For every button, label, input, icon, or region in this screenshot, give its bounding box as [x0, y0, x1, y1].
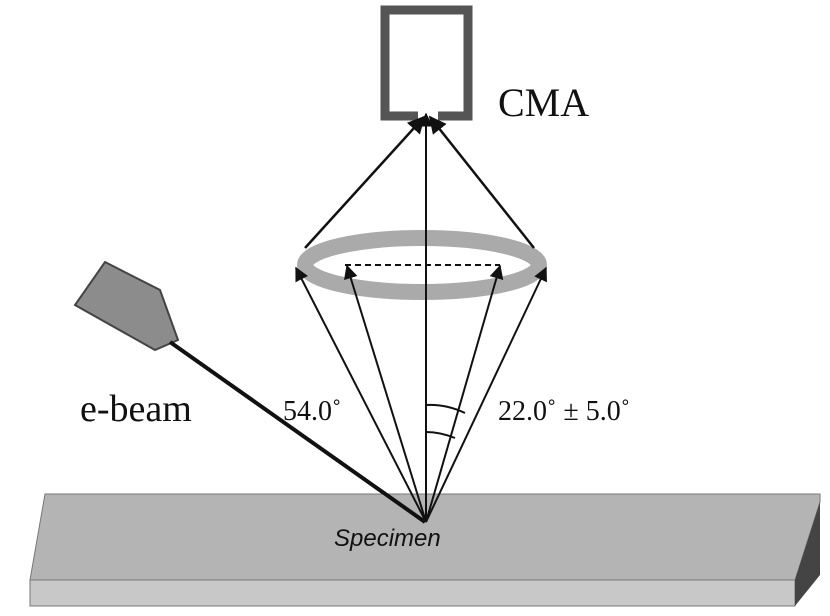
- ray-inner-left: [344, 264, 427, 523]
- emission-ring: [297, 230, 547, 300]
- cma-analyzer-frame: [380, 5, 473, 121]
- angle-arcs: [425, 403, 466, 439]
- ray-outer-left: [295, 266, 427, 523]
- specimen-side-face: [795, 502, 820, 606]
- focused-rays: [304, 115, 535, 249]
- specimen-front-face: [29, 579, 796, 607]
- emission-angle-arc-inner: [425, 431, 456, 439]
- emission-angle-arc-outer: [425, 403, 466, 414]
- ray-to-cma-left: [304, 115, 426, 249]
- emission-angle-label: 22.0˚ ± 5.0˚: [498, 396, 630, 427]
- specimen-slab: [29, 493, 821, 607]
- specimen-label: Specimen: [334, 525, 441, 552]
- emitted-rays: [295, 264, 547, 523]
- cma-label: CMA: [498, 80, 589, 125]
- ray-outer-right: [425, 266, 547, 523]
- incidence-angle-label: 54.0˚: [283, 396, 341, 427]
- e-beam-label: e-beam: [80, 388, 192, 430]
- ray-to-cma-right: [428, 115, 535, 249]
- e-beam-line: [168, 340, 427, 524]
- electron-gun: [73, 260, 180, 352]
- ray-inner-right: [425, 264, 504, 523]
